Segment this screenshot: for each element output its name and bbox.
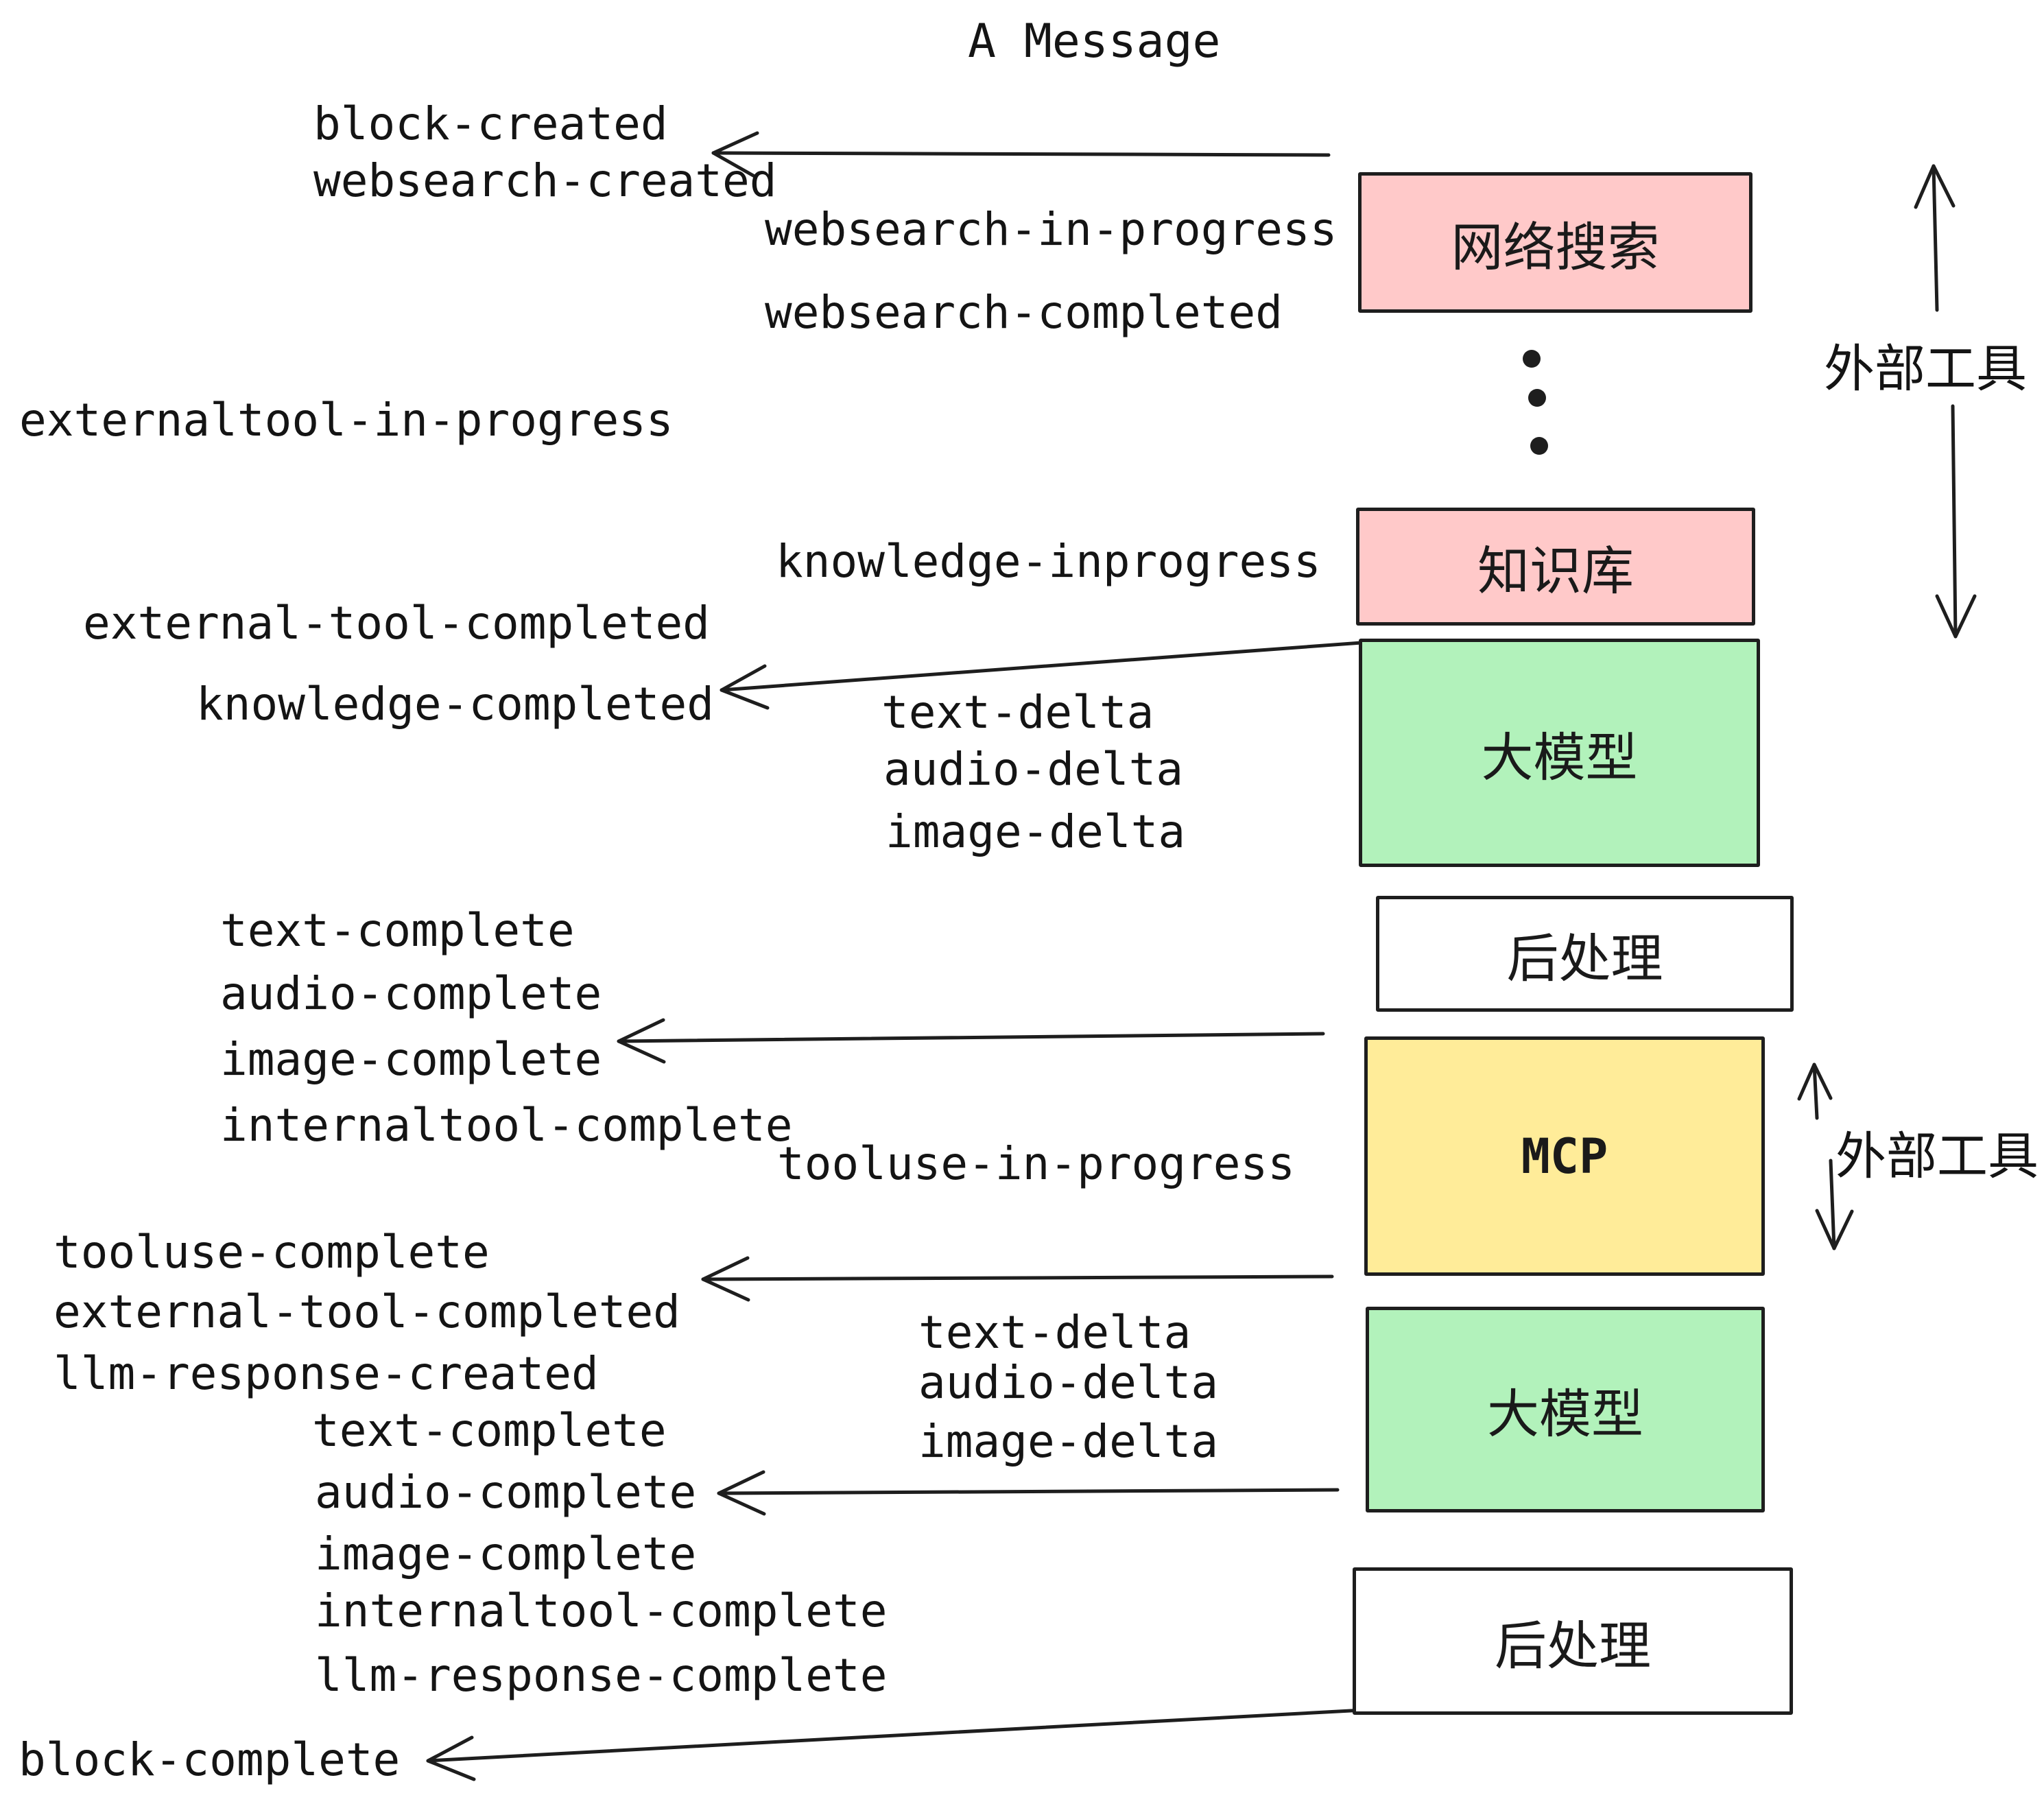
- external-tools-top-up-arrow: [1914, 164, 1956, 312]
- mcp-box-label: MCP: [1521, 1128, 1608, 1185]
- llm-box-2-label: 大模型: [1487, 1384, 1643, 1445]
- event-label-text-complete-1: text-complete: [220, 904, 575, 957]
- arrow-post1-to-complete-group: [617, 1018, 1325, 1064]
- external-tools-top-down-arrow: [1935, 404, 1977, 639]
- llm-box-2: 大模型: [1366, 1307, 1765, 1512]
- external-tools-bottom-up-arrow: [1797, 1063, 1833, 1120]
- event-label-text-delta-1: text-delta: [881, 686, 1154, 739]
- knowledge-box-label: 知识库: [1477, 541, 1634, 602]
- event-label-websearch-created: websearch-created: [313, 154, 777, 207]
- event-label-text-complete-2: text-complete: [312, 1404, 667, 1457]
- event-label-llm-response-complete: llm-response-complete: [315, 1649, 888, 1702]
- event-label-image-delta-2: image-delta: [918, 1415, 1219, 1468]
- llm-box-1: 大模型: [1359, 639, 1760, 867]
- arrow-websearch-to-created: [711, 131, 1331, 178]
- arrow-mcp-to-tooluse-complete: [701, 1256, 1334, 1302]
- websearch-box-label: 网络搜索: [1451, 216, 1660, 278]
- event-label-text-delta-2: text-delta: [918, 1306, 1191, 1359]
- postprocess-box-1: 后处理: [1376, 896, 1794, 1012]
- event-label-knowledge-completed: knowledge-completed: [196, 678, 714, 731]
- event-label-image-delta-1: image-delta: [886, 805, 1186, 858]
- event-label-websearch-completed: websearch-completed: [765, 286, 1283, 339]
- postprocess-box-2-label: 后处理: [1495, 1615, 1651, 1676]
- event-label-external-tool-completed-1: external-tool-completed: [83, 597, 710, 650]
- knowledge-box: 知识库: [1356, 508, 1755, 626]
- event-label-websearch-in-progress: websearch-in-progress: [765, 203, 1338, 256]
- event-label-internaltool-complete-1: internaltool-complete: [220, 1099, 793, 1152]
- event-label-knowledge-inprogress: knowledge-inprogress: [776, 535, 1321, 588]
- mcp-box: MCP: [1364, 1036, 1765, 1276]
- event-label-block-complete: block-complete: [19, 1733, 401, 1786]
- event-label-block-created: block-created: [313, 97, 668, 150]
- event-label-audio-delta-2: audio-delta: [918, 1356, 1219, 1409]
- arrow-post2-to-block-complete: [426, 1708, 1366, 1781]
- event-label-image-complete-2: image-complete: [315, 1528, 697, 1580]
- postprocess-box-1-label: 后处理: [1506, 927, 1663, 989]
- event-label-external-tool-completed-2: external-tool-completed: [54, 1285, 680, 1338]
- event-label-image-complete-1: image-complete: [220, 1033, 602, 1086]
- arrow-llm2-to-complete-group: [717, 1470, 1340, 1516]
- event-label-llm-response-created: llm-response-created: [54, 1347, 599, 1400]
- event-label-audio-delta-1: audio-delta: [883, 743, 1184, 796]
- event-label-externaltool-in-progress: externaltool-in-progress: [19, 394, 674, 447]
- websearch-box: 网络搜索: [1358, 172, 1752, 313]
- diagram-title: A Message: [968, 14, 1221, 69]
- llm-box-1-label: 大模型: [1481, 726, 1638, 788]
- event-label-tooluse-in-progress: tooluse-in-progress: [777, 1137, 1295, 1190]
- event-label-internaltool-complete-2: internaltool-complete: [315, 1585, 888, 1637]
- external-tools-label-top: 外部工具: [1824, 340, 2027, 399]
- postprocess-box-2: 后处理: [1353, 1567, 1793, 1715]
- ellipsis-dots-icon: [1523, 350, 1548, 455]
- event-label-audio-complete-2: audio-complete: [315, 1466, 697, 1519]
- external-tools-label-bottom: 外部工具: [1835, 1127, 2039, 1186]
- event-label-tooluse-complete: tooluse-complete: [54, 1226, 490, 1279]
- event-label-audio-complete-1: audio-complete: [220, 967, 602, 1020]
